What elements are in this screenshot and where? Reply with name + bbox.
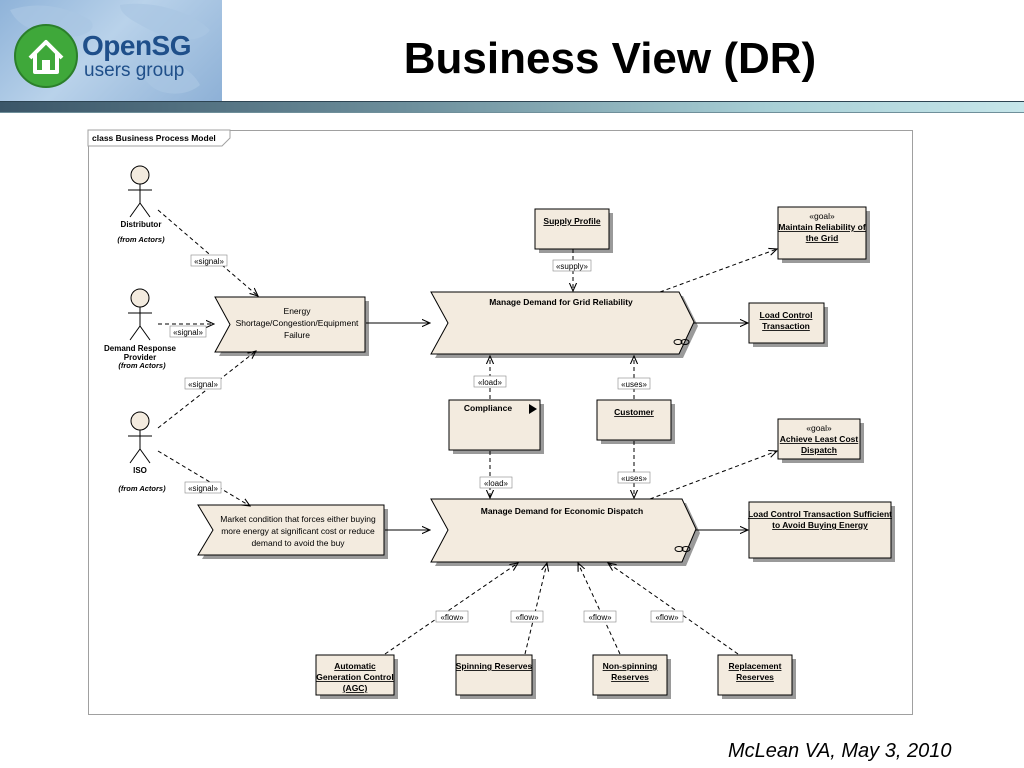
frame-label: class Business Process Model	[92, 133, 216, 143]
svg-text:«flow»: «flow»	[515, 613, 539, 622]
svg-text:to Avoid Buying Energy: to Avoid Buying Energy	[772, 520, 868, 530]
event-energy-shortage: Energy Shortage/Congestion/Equipment Fai…	[214, 296, 369, 356]
svg-text:«flow»: «flow»	[655, 613, 679, 622]
actor-drp-label-2: Provider	[124, 353, 156, 362]
actor-drp-from: (from Actors)	[118, 361, 166, 370]
svg-text:«uses»: «uses»	[621, 474, 647, 483]
svg-text:«flow»: «flow»	[440, 613, 464, 622]
actor-distributor-label: Distributor	[121, 220, 162, 229]
svg-text:«load»: «load»	[484, 479, 509, 488]
connector-labels: «signal» «signal» «signal» «signal» «sup…	[169, 254, 684, 623]
svg-text:Shortage/Congestion/Equipment: Shortage/Congestion/Equipment	[236, 318, 359, 328]
logo-subtitle: users group	[84, 60, 185, 81]
flow-replacement	[608, 563, 739, 655]
opensg-logo: OpenSG users group	[0, 0, 222, 104]
actor-iso	[128, 411, 152, 464]
svg-text:the Grid: the Grid	[806, 233, 839, 243]
house-icon	[14, 24, 78, 88]
svg-text:Dispatch: Dispatch	[801, 445, 837, 455]
svg-text:«load»: «load»	[478, 378, 503, 387]
class-compliance: Compliance	[448, 399, 544, 454]
flow-agc	[384, 563, 518, 655]
class-non-spinning-reserves: Non-spinning Reserves	[592, 654, 671, 699]
actor-distributor	[128, 165, 152, 218]
class-load-control-transaction: Load Control Transaction	[748, 302, 828, 347]
process-economic-dispatch: Manage Demand for Economic Dispatch	[430, 498, 700, 566]
svg-text:Load Control Transaction Suffi: Load Control Transaction Sufficient	[748, 509, 892, 519]
class-load-control-sufficient: Load Control Transaction Sufficient to A…	[748, 501, 895, 562]
flow-spinning	[524, 563, 547, 655]
svg-text:Customer: Customer	[614, 407, 654, 417]
svg-text:Manage Demand for Economic Dis: Manage Demand for Economic Dispatch	[481, 506, 643, 516]
svg-text:«signal»: «signal»	[173, 328, 203, 337]
class-supply-profile: Supply Profile	[534, 208, 613, 253]
svg-text:Reserves: Reserves	[611, 672, 649, 682]
flow-nonspinning	[578, 563, 621, 655]
svg-text:«flow»: «flow»	[588, 613, 612, 622]
class-spinning-reserves: Spinning Reserves	[455, 654, 536, 699]
svg-text:Achieve Least Cost: Achieve Least Cost	[780, 434, 859, 444]
slide-title: Business View (DR)	[403, 34, 817, 83]
svg-text:Automatic: Automatic	[334, 661, 376, 671]
goal-link-grid	[659, 249, 777, 293]
frame-label-tab: class Business Process Model	[87, 129, 231, 147]
actor-distributor-from: (from Actors)	[117, 235, 165, 244]
svg-text:(AGC): (AGC)	[343, 683, 368, 693]
header-divider-bar	[0, 101, 1024, 113]
actor-iso-from: (from Actors)	[118, 484, 166, 493]
slide-header: OpenSG users group Business View (DR)	[0, 0, 1024, 113]
svg-text:Compliance: Compliance	[464, 403, 512, 413]
chain-link-icon	[673, 339, 690, 345]
actor-drp-label-1: Demand Response	[104, 344, 177, 353]
svg-text:Supply Profile: Supply Profile	[543, 216, 600, 226]
svg-text:Transaction: Transaction	[762, 321, 810, 331]
svg-text:«signal»: «signal»	[194, 257, 224, 266]
svg-text:Manage Demand for Grid Reliabi: Manage Demand for Grid Reliability	[489, 297, 633, 307]
svg-text:Generation Control: Generation Control	[316, 672, 393, 682]
class-replacement-reserves: Replacement Reserves	[717, 654, 796, 699]
svg-text:Energy: Energy	[284, 306, 312, 316]
svg-text:Load Control: Load Control	[760, 310, 813, 320]
svg-text:«goal»: «goal»	[809, 211, 835, 221]
svg-text:Non-spinning: Non-spinning	[603, 661, 658, 671]
svg-text:more energy at significant cos: more energy at significant cost or reduc…	[221, 526, 375, 536]
svg-text:Spinning Reserves: Spinning Reserves	[456, 661, 533, 671]
svg-text:demand to avoid the buy: demand to avoid the buy	[251, 538, 345, 548]
class-goal-maintain-reliability: «goal» Maintain Reliability of the Grid	[777, 206, 870, 263]
event-market-condition: Market condition that forces either buyi…	[197, 504, 388, 559]
chain-link-icon	[674, 546, 691, 552]
logo-name: OpenSG	[82, 30, 192, 61]
world-map-graphic	[10, 3, 210, 94]
signal-distributor-energy	[157, 209, 258, 296]
actor-demand-response-provider	[128, 288, 152, 341]
goal-link-dispatch	[649, 451, 777, 500]
process-grid-reliability: Manage Demand for Grid Reliability	[430, 291, 698, 358]
signal-iso-market	[157, 450, 250, 506]
svg-text:«uses»: «uses»	[621, 380, 647, 389]
class-goal-least-cost: «goal» Achieve Least Cost Dispatch	[777, 418, 864, 463]
class-agc: Automatic Generation Control (AGC)	[315, 654, 398, 699]
svg-text:«supply»: «supply»	[556, 262, 589, 271]
svg-text:Failure: Failure	[284, 330, 310, 340]
svg-text:Maintain Reliability of: Maintain Reliability of	[778, 222, 866, 232]
actor-iso-label: ISO	[133, 466, 147, 475]
play-triangle-icon	[529, 404, 537, 414]
svg-text:Reserves: Reserves	[736, 672, 774, 682]
footer-location-date: McLean VA, May 3, 2010	[728, 740, 952, 762]
svg-text:«goal»: «goal»	[806, 423, 832, 433]
class-customer: Customer	[596, 399, 675, 444]
svg-text:Market condition that forces e: Market condition that forces either buyi…	[220, 514, 376, 524]
signal-iso-energy	[157, 351, 256, 429]
svg-text:Replacement: Replacement	[729, 661, 782, 671]
svg-text:«signal»: «signal»	[188, 484, 218, 493]
svg-text:«signal»: «signal»	[188, 380, 218, 389]
